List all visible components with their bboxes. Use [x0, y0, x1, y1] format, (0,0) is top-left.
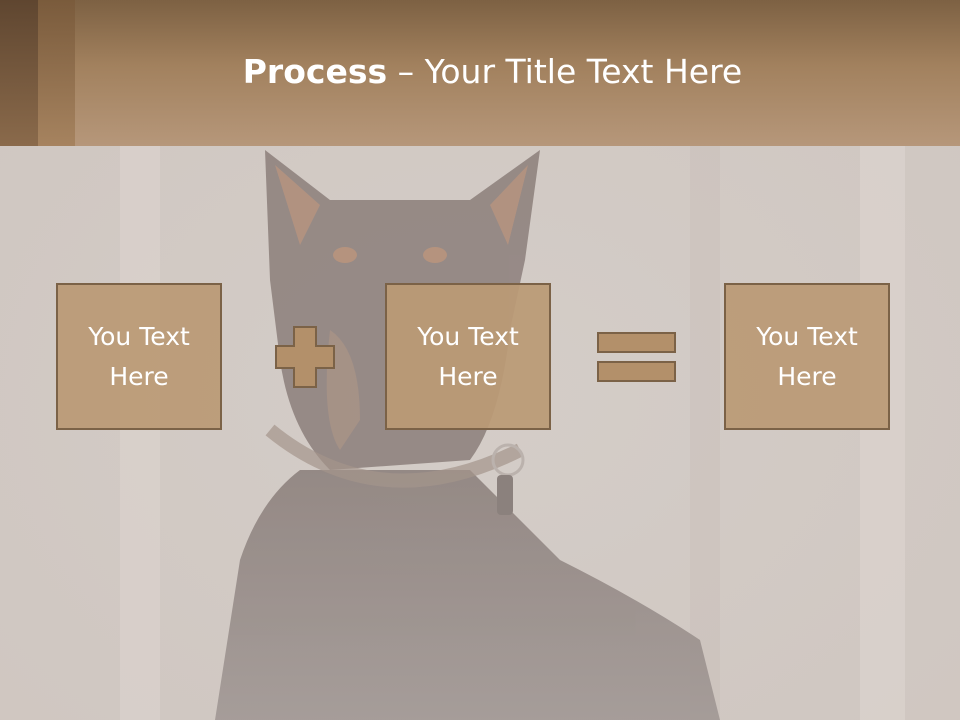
- plus-icon: [275, 326, 335, 388]
- header-accent-mid: [38, 0, 75, 146]
- process-box-text: You Text Here: [88, 321, 190, 391]
- title-dash: –: [387, 52, 425, 91]
- title-bar: Process – Your Title Text Here: [0, 0, 960, 146]
- title-rest: Your Title Text Here: [424, 52, 743, 91]
- process-box-3[interactable]: You Text Here: [724, 283, 890, 430]
- slide-title[interactable]: Process – Your Title Text Here: [0, 52, 960, 91]
- title-bold: Process: [242, 52, 388, 91]
- equals-icon: [597, 332, 676, 382]
- process-box-text: You Text Here: [417, 321, 519, 391]
- header-accent-dark: [0, 0, 38, 146]
- process-box-2[interactable]: You Text Here: [385, 283, 551, 430]
- process-box-1[interactable]: You Text Here: [56, 283, 222, 430]
- process-box-text: You Text Here: [756, 321, 858, 391]
